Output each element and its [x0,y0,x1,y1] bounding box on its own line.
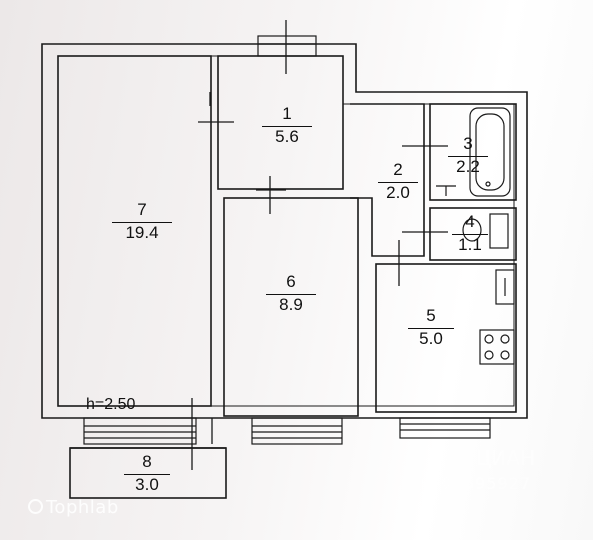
room-5-label: 5 5.0 [408,306,454,349]
room-1-label: 1 5.6 [262,104,312,147]
room-area: 5.6 [275,127,299,146]
room-area: 2.2 [456,157,480,176]
kitchen-sink-fixture [495,269,515,305]
bathtub-fixture [469,107,511,197]
room-area: 1.1 [458,235,482,254]
room-number: 3 [448,134,488,157]
stove-fixture [479,329,515,365]
logo-text: Tophlab [46,497,119,518]
room-6-outline [223,197,359,417]
room-7-outline [57,55,212,407]
brand-watermark: ЦИАН [475,446,535,470]
room-area: 19.4 [125,223,159,242]
room-2-outline [350,103,425,257]
room-number: 5 [408,306,454,329]
room-area: 5.0 [419,329,443,348]
room-number: 1 [262,104,312,127]
tophlab-watermark: Tophlab [28,497,119,518]
room-3-label: 3 2.2 [448,134,488,177]
room-number: 8 [124,452,170,475]
room-5-outline [375,263,517,413]
room-number: 4 [452,212,488,235]
room-2-label: 2 2.0 [378,160,418,203]
room-3-outline [429,103,517,201]
room-area: 8.9 [279,295,303,314]
logo-icon [28,499,43,514]
window-bottom-left [83,417,197,445]
room-number: 6 [266,272,316,295]
ceiling-height-label: h=2.50 [86,396,136,413]
room-6-label: 6 8.9 [266,272,316,315]
room-4-outline [429,207,517,261]
room-number: 2 [378,160,418,183]
room-7-label-html: 7 19.4 [112,200,172,243]
outer-wall [41,43,528,419]
room-area: 3.0 [135,475,159,494]
toilet-fixture [462,213,509,249]
window-bottom-mid [251,417,343,445]
room-4-label: 4 1.1 [452,212,488,255]
room-number: 7 [112,200,172,223]
room-area: 2.0 [386,183,410,202]
sink-fixture [436,185,456,196]
window-bottom-right [399,417,491,439]
window-top [257,35,317,57]
phone-watermark: +403595927 [415,474,531,493]
room-8-label: 8 3.0 [124,452,170,495]
